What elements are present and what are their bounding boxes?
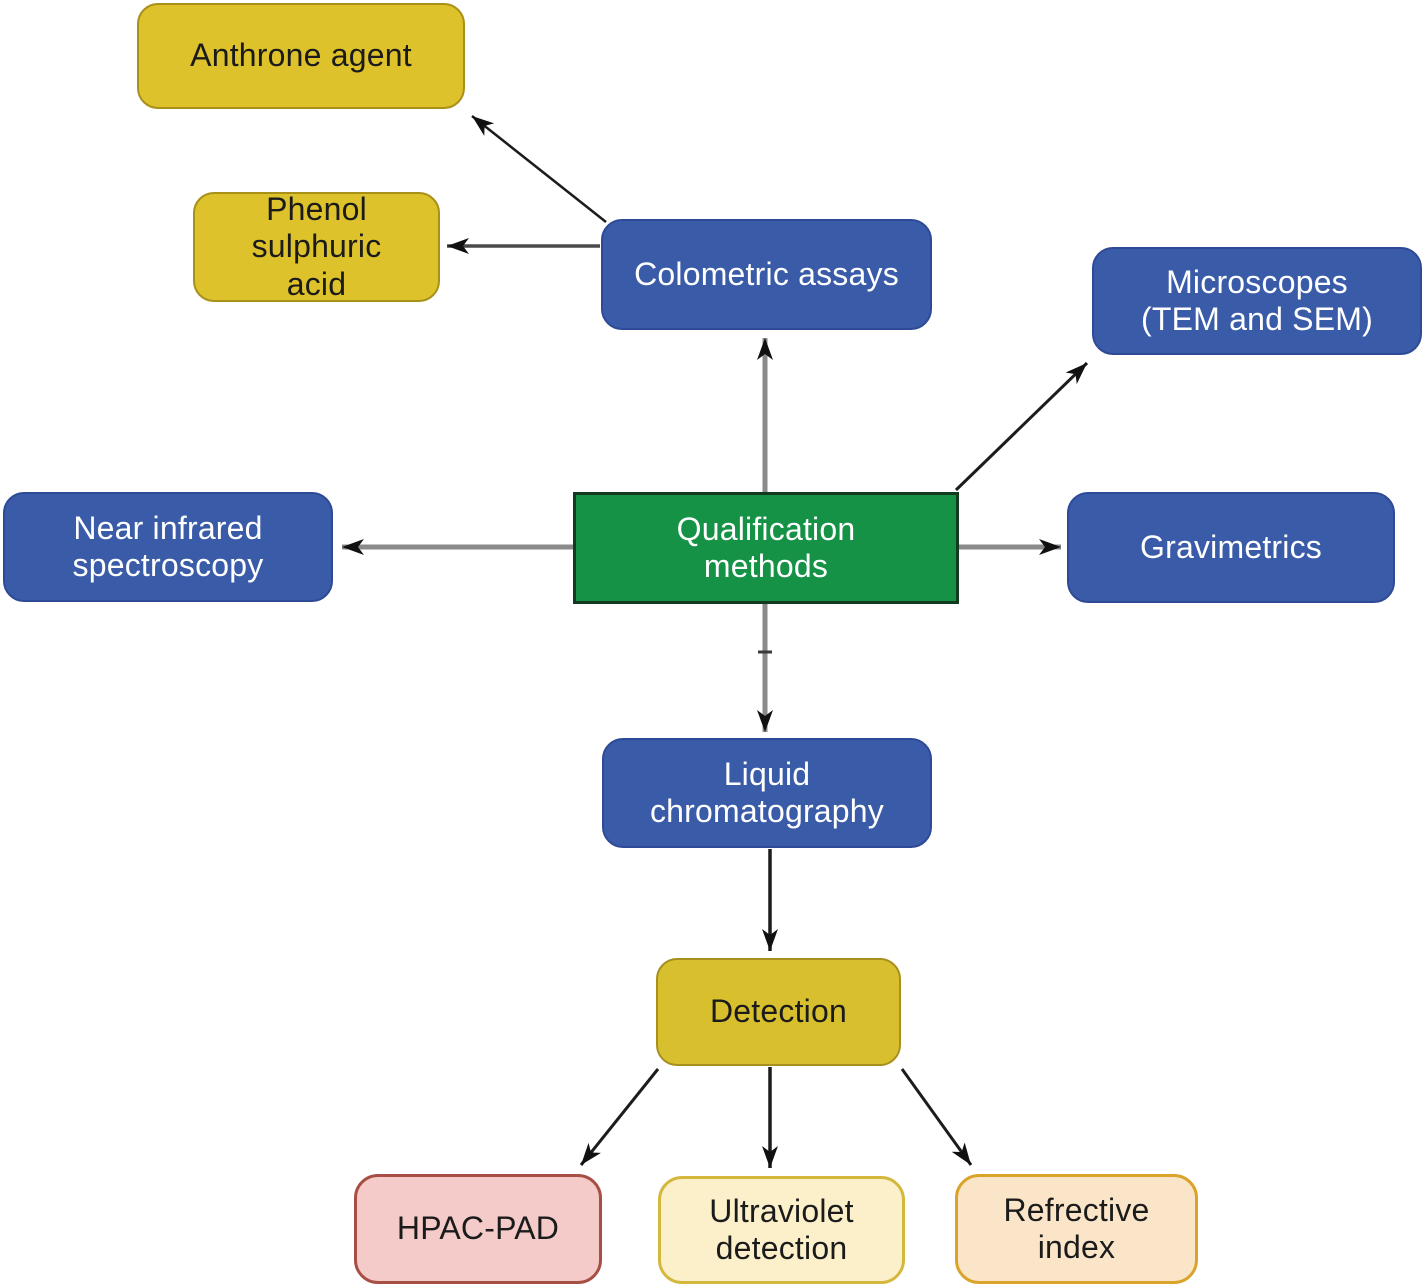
node-qualification-methods: Qualification methods <box>573 492 959 604</box>
node-refrective-index-label: Refrective index <box>1003 1191 1150 1265</box>
node-near-infrared-spectroscopy-label: Near infrared spectroscopy <box>72 509 264 583</box>
node-colometric-assays-label: Colometric assays <box>634 255 899 292</box>
node-detection-label: Detection <box>710 993 847 1030</box>
node-anthrone-agent: Anthrone agent <box>137 3 465 109</box>
arrow-qualification-to-microscopes <box>954 361 1089 492</box>
node-detection: Detection <box>656 958 901 1066</box>
node-phenol-sulphuric-acid-label: Phenol sulphuric acid <box>251 191 382 302</box>
arrow-detection-to-hpac <box>579 1068 660 1166</box>
node-near-infrared-spectroscopy: Near infrared spectroscopy <box>3 492 333 602</box>
node-refrective-index: Refrective index <box>955 1174 1198 1284</box>
node-anthrone-agent-label: Anthrone agent <box>190 37 412 74</box>
node-liquid-chromatography-label: Liquid chromatography <box>649 755 885 829</box>
node-ultraviolet-detection-label: Ultraviolet detection <box>709 1192 854 1266</box>
arrow-colometric-to-anthrone <box>471 115 607 223</box>
node-colometric-assays: Colometric assays <box>601 219 932 330</box>
node-microscopes-label: Microscopes (TEM and SEM) <box>1141 263 1373 337</box>
node-hpac-pad: HPAC-PAD <box>354 1174 602 1284</box>
node-liquid-chromatography: Liquid chromatography <box>602 738 932 848</box>
arrow-detection-to-refrective <box>900 1068 973 1166</box>
node-qualification-methods-label: Qualification methods <box>676 510 856 584</box>
node-hpac-pad-label: HPAC-PAD <box>396 1210 560 1247</box>
node-ultraviolet-detection: Ultraviolet detection <box>658 1176 905 1284</box>
node-microscopes: Microscopes (TEM and SEM) <box>1092 247 1422 355</box>
node-gravimetrics-label: Gravimetrics <box>1140 528 1322 565</box>
node-phenol-sulphuric-acid: Phenol sulphuric acid <box>193 191 440 302</box>
node-gravimetrics: Gravimetrics <box>1067 492 1395 603</box>
